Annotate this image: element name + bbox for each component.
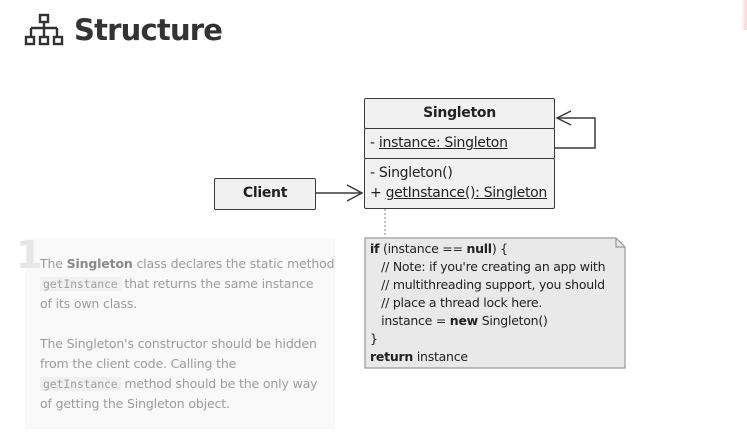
singleton-field: - instance: Singleton bbox=[370, 135, 508, 151]
note-line-2: // Note: if you're creating an app with bbox=[370, 259, 606, 274]
edge-decoration bbox=[741, 0, 747, 30]
note-line-5: instance = new Singleton() bbox=[370, 313, 548, 328]
client-class-box bbox=[214, 178, 316, 210]
inline-code: getInstance bbox=[40, 277, 121, 291]
singleton-methods-section bbox=[364, 158, 555, 209]
note-line-1: if (instance == null) { bbox=[370, 241, 508, 256]
note-line-7: return instance bbox=[370, 349, 468, 364]
self-reference-arrowhead bbox=[555, 110, 572, 126]
client-arrowhead bbox=[346, 184, 364, 202]
note-line-4: // place a thread lock here. bbox=[370, 295, 543, 310]
field-text: instance: Singleton bbox=[378, 135, 508, 151]
inline-code: getInstance bbox=[40, 377, 121, 391]
section-header: Structure bbox=[24, 10, 223, 50]
field-visibility: - bbox=[370, 135, 379, 151]
note-code: if (instance == null) { // Note: if you'… bbox=[370, 240, 606, 366]
singleton-method: + getInstance(): Singleton bbox=[370, 185, 547, 201]
singleton-class-name: Singleton bbox=[423, 105, 496, 121]
step-number: 1 bbox=[16, 233, 43, 277]
description-paragraph-2: The Singleton's constructor should be hi… bbox=[40, 336, 318, 411]
method-visibility: + bbox=[370, 185, 386, 201]
self-reference-line bbox=[555, 117, 596, 149]
hierarchy-icon bbox=[24, 13, 64, 47]
note-line-3: // multithreading support, you should bbox=[370, 277, 605, 292]
method-text: getInstance(): Singleton bbox=[385, 185, 548, 201]
code-note bbox=[364, 237, 626, 369]
note-line-6: } bbox=[370, 331, 378, 346]
description-panel bbox=[25, 238, 335, 429]
singleton-constructor: - Singleton() bbox=[370, 165, 453, 181]
page-title: Structure bbox=[74, 13, 223, 47]
description-paragraph-1: The Singleton class declares the static … bbox=[40, 256, 335, 311]
client-class-name: Client bbox=[242, 185, 288, 201]
